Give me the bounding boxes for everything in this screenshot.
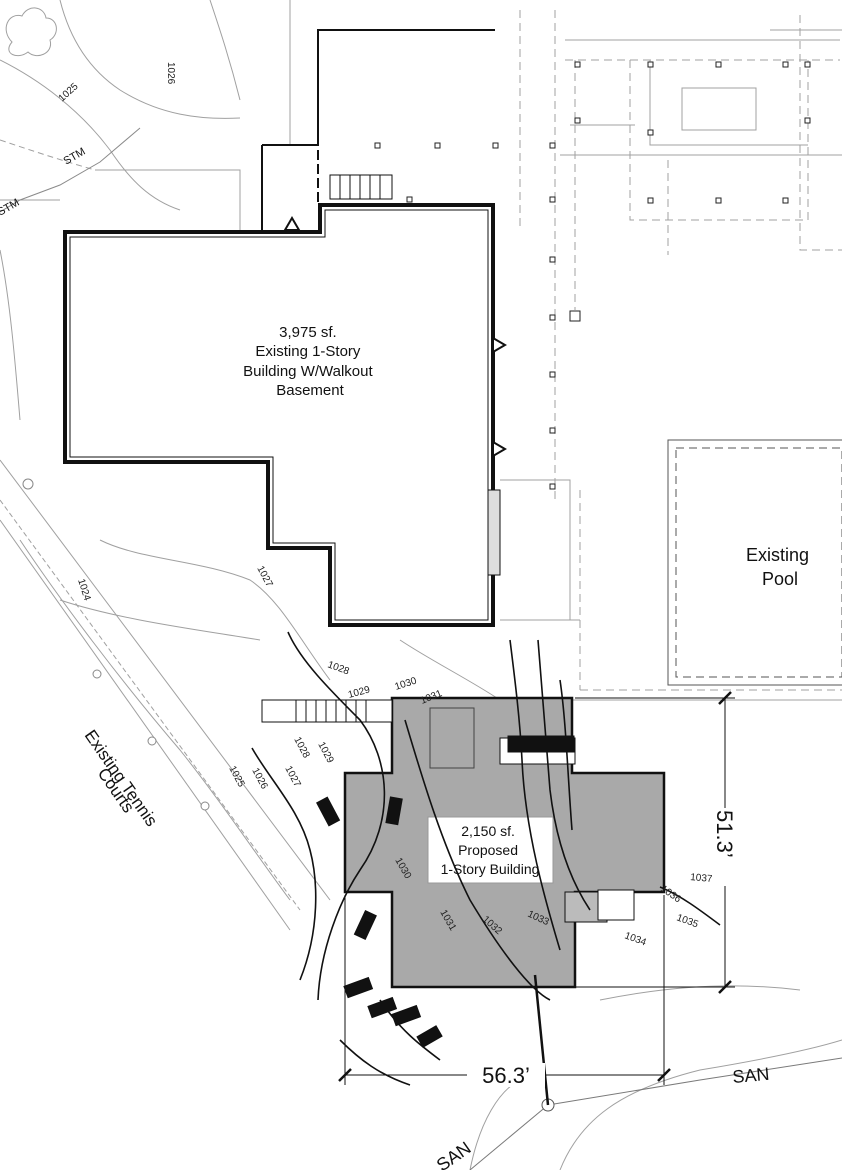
boxed-contour-tags [316,735,575,1048]
existing-building-label: 3,975 sf. Existing 1-Story Building W/Wa… [243,324,377,399]
proposed-building: 2,150 sf. Proposed 1-Story Building [261,696,666,989]
existing-building: 3,975 sf. Existing 1-Story Building W/Wa… [63,29,507,627]
contour-label-1035: 1035 [675,912,700,930]
contour-label-1029-b: 1029 [315,740,335,765]
column-markers [374,61,811,490]
existing-pool: Existing Pool [667,439,842,686]
grading-contours [251,631,721,1086]
proposed-building-label: 2,150 sf. Proposed 1-Story Building [441,823,540,877]
dimension-depth: 51.3’ [712,810,737,858]
contour-label-1025: 1025 [57,81,81,104]
existing-tennis-courts: Existing Tennis Courts [22,478,210,830]
dimension-depth-bg [712,808,738,886]
sanitary-label: SAN [732,1064,771,1087]
contour-label-1027-b: 1027 [282,764,302,789]
contour-label-1030: 1030 [394,675,419,692]
contour-label-1037: 1037 [690,872,714,885]
contour-label-1036: 1036 [658,883,683,905]
contour-label-1034: 1034 [623,930,648,948]
sanitary-label-bottom: SAN [433,1138,475,1170]
existing-pool-label: Existing Pool [746,545,814,589]
contour-label-1028-b: 1028 [291,735,311,760]
manhole-symbol [533,974,555,1112]
dimension-width-bg [467,1063,545,1087]
existing-stair [329,174,393,200]
dimension-width: 56.3’ [482,1063,530,1088]
contour-label-1026: 1026 [165,62,176,85]
contour-label-1024: 1024 [75,578,92,603]
existing-building-outline [63,203,495,627]
contour-label-1029: 1029 [347,684,372,700]
storm-label: STM [62,146,88,168]
contour-label-1028: 1028 [326,659,351,677]
proposed-label-box [427,816,554,884]
